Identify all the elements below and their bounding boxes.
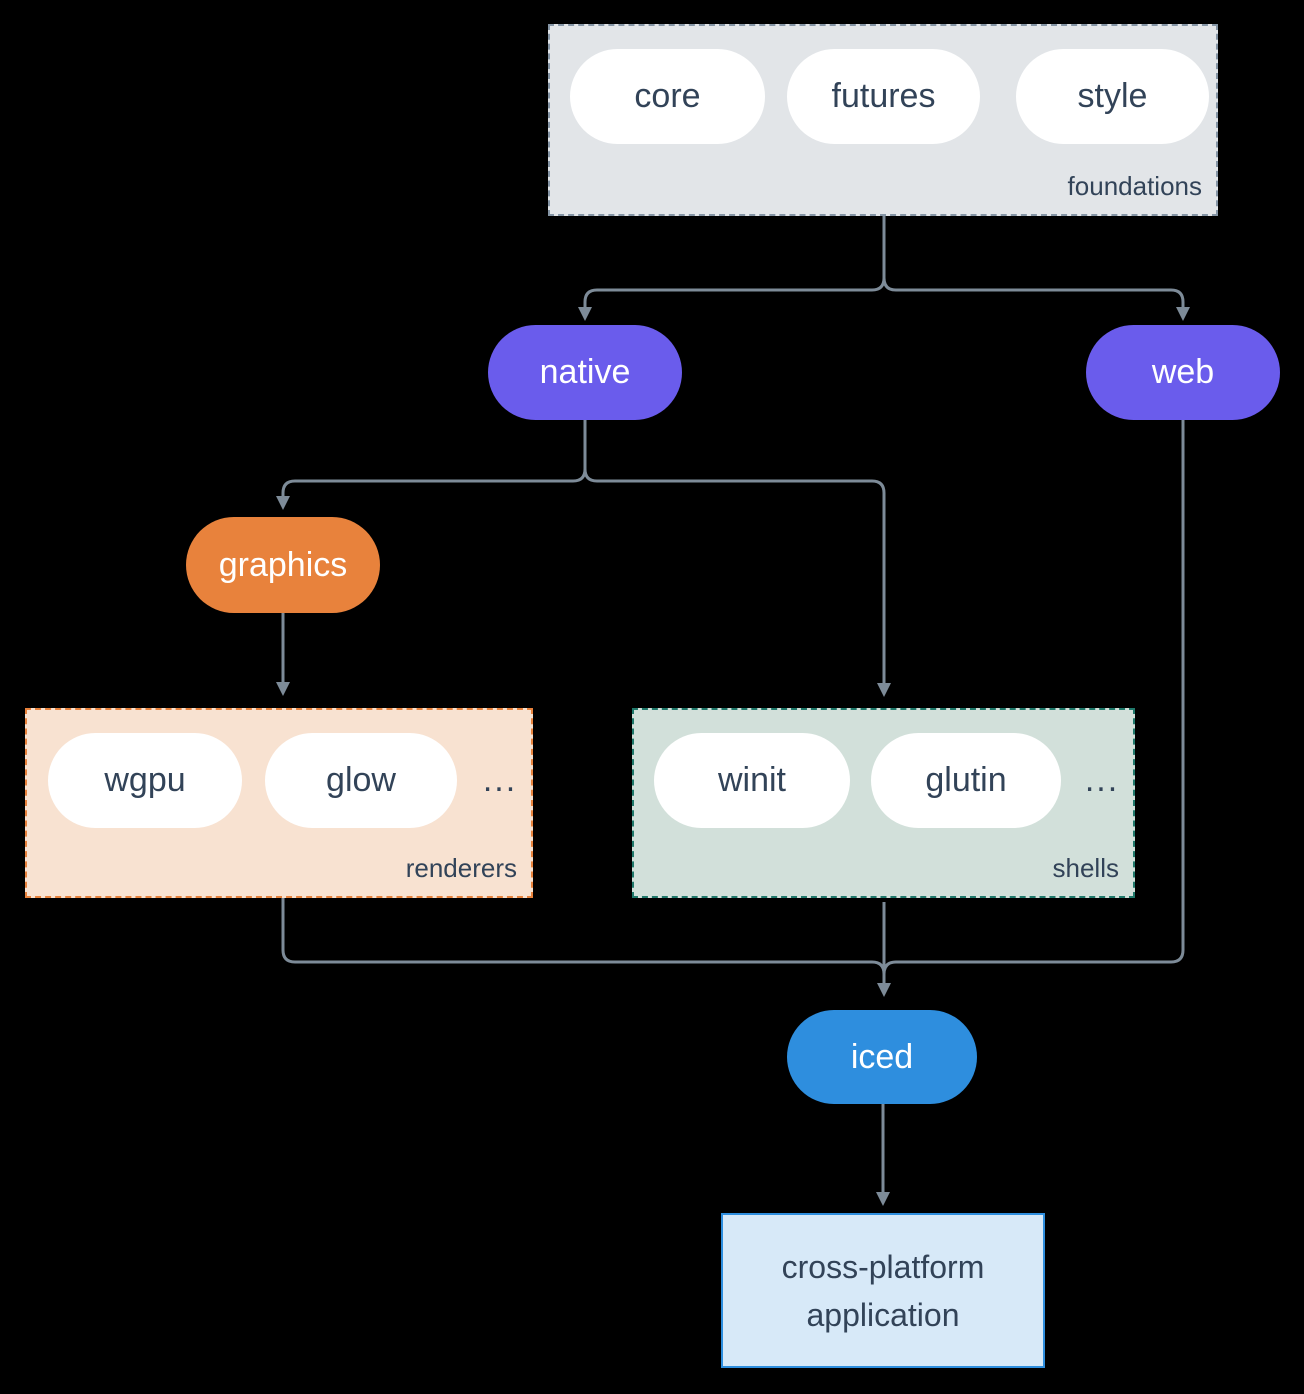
renderers-group: wgpu glow ... renderers: [25, 708, 533, 898]
arrowhead-native: [578, 307, 592, 321]
arrowhead-renderers: [276, 682, 290, 696]
node-web-label: web: [1151, 353, 1215, 391]
arrowhead-shells: [877, 683, 891, 697]
pill-style: style: [1016, 49, 1209, 144]
pill-glutin: glutin: [871, 733, 1061, 828]
pill-core: core: [570, 49, 765, 144]
node-application-line2: application: [806, 1296, 960, 1333]
pill-futures: futures: [787, 49, 980, 144]
foundations-group: core futures style foundations: [548, 24, 1218, 216]
node-application-line1: cross-platform: [781, 1248, 985, 1285]
pill-glow-label: glow: [326, 761, 396, 799]
edge-native-shells: [583, 468, 886, 684]
renderers-ellipsis: ...: [482, 761, 518, 799]
edge-foundations-native: [583, 277, 886, 308]
arrowhead-application: [876, 1192, 890, 1206]
pill-core-label: core: [634, 77, 701, 115]
node-application: cross-platform application: [721, 1213, 1045, 1368]
foundations-group-label: foundations: [1067, 171, 1202, 201]
edge-native-graphics: [281, 468, 587, 497]
node-web: web: [1086, 325, 1280, 420]
edge-renderers-iced: [281, 898, 886, 975]
pill-winit-label: winit: [717, 761, 787, 799]
pill-futures-label: futures: [831, 77, 936, 115]
edge-foundations-web: [882, 277, 1185, 308]
shells-group: winit glutin ... shells: [632, 708, 1135, 898]
pill-wgpu: wgpu: [48, 733, 242, 828]
arrowhead-web: [1176, 307, 1190, 321]
pill-winit: winit: [654, 733, 850, 828]
pill-wgpu-label: wgpu: [104, 761, 186, 799]
node-graphics-label: graphics: [218, 545, 348, 584]
node-native-label: native: [539, 353, 631, 391]
arrowhead-graphics: [276, 496, 290, 510]
node-native: native: [488, 325, 682, 420]
node-graphics: graphics: [186, 517, 380, 613]
shells-ellipsis: ...: [1084, 761, 1120, 799]
pill-style-label: style: [1077, 77, 1148, 115]
pill-glow: glow: [265, 733, 457, 828]
arrowhead-iced: [877, 983, 891, 997]
node-iced: iced: [787, 1010, 977, 1104]
pill-glutin-label: glutin: [925, 761, 1007, 799]
shells-group-label: shells: [1052, 853, 1119, 883]
renderers-group-label: renderers: [405, 853, 517, 883]
node-iced-label: iced: [850, 1037, 914, 1076]
